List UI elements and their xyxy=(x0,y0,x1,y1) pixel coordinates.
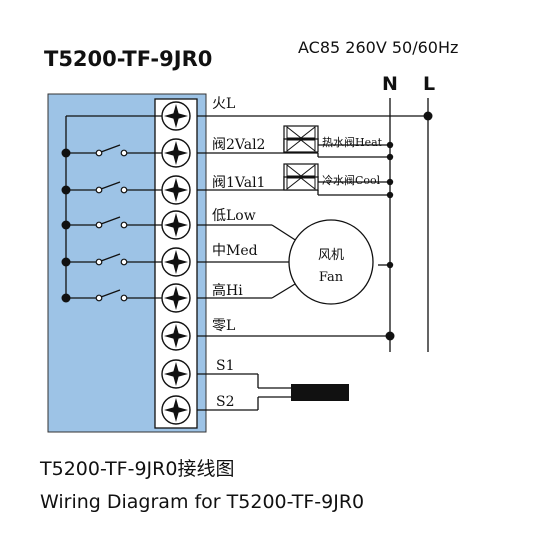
terminal-screw-valve1 xyxy=(161,175,191,205)
terminal-screw-med xyxy=(161,247,191,277)
terminal-label-hi: 高Hi xyxy=(212,282,243,299)
terminal-screw-valve2 xyxy=(161,138,191,168)
caption-cn: T5200-TF-9JR0接线图 xyxy=(39,458,234,480)
terminal-label-live: 火L xyxy=(212,96,235,112)
relay-switch-valve1 xyxy=(61,181,162,195)
power-supply-label: AC85 260V 50/60Hz xyxy=(298,38,458,57)
terminal-screw-hi xyxy=(161,283,191,313)
relay-switch-valve2 xyxy=(61,144,162,158)
relay-switch-hi xyxy=(61,289,162,303)
terminal-screw-s1 xyxy=(161,359,191,389)
terminal-label-valve2: 阀2Val2 xyxy=(212,137,265,153)
terminal-screw-neutral xyxy=(161,321,191,351)
terminal-label-s1: S1 xyxy=(216,358,235,374)
live-line-label: L xyxy=(423,73,435,95)
terminal-label-low: 低Low xyxy=(212,208,256,224)
heat-valve xyxy=(283,125,319,153)
relay-switch-low xyxy=(61,216,162,230)
cool-valve xyxy=(283,163,319,191)
terminal-label-valve1: 阀1Val1 xyxy=(212,175,265,191)
neutral-line-label: N xyxy=(382,73,398,95)
terminal-screw-low xyxy=(161,210,191,240)
caption-en: Wiring Diagram for T5200-TF-9JR0 xyxy=(40,491,364,513)
terminal-label-neutral: 零L xyxy=(212,318,235,334)
fan-label-cn: 风机 xyxy=(318,248,344,263)
internal-relays xyxy=(61,115,162,303)
relay-switch-med xyxy=(61,253,162,267)
terminal-label-s2: S2 xyxy=(216,394,235,410)
heat-valve-label: 热水阀Heat xyxy=(322,135,383,149)
terminal-screw-s2 xyxy=(161,395,191,425)
model-title: T5200-TF-9JR0 xyxy=(44,47,212,71)
cool-valve-label: 冷水阀Cool xyxy=(322,173,381,187)
terminal-screw-live xyxy=(161,101,191,131)
fan-motor xyxy=(288,219,374,305)
temperature-sensor xyxy=(291,384,349,401)
terminal-block xyxy=(161,101,191,425)
terminal-label-med: 中Med xyxy=(212,243,258,259)
fan-label-en: Fan xyxy=(319,270,344,285)
